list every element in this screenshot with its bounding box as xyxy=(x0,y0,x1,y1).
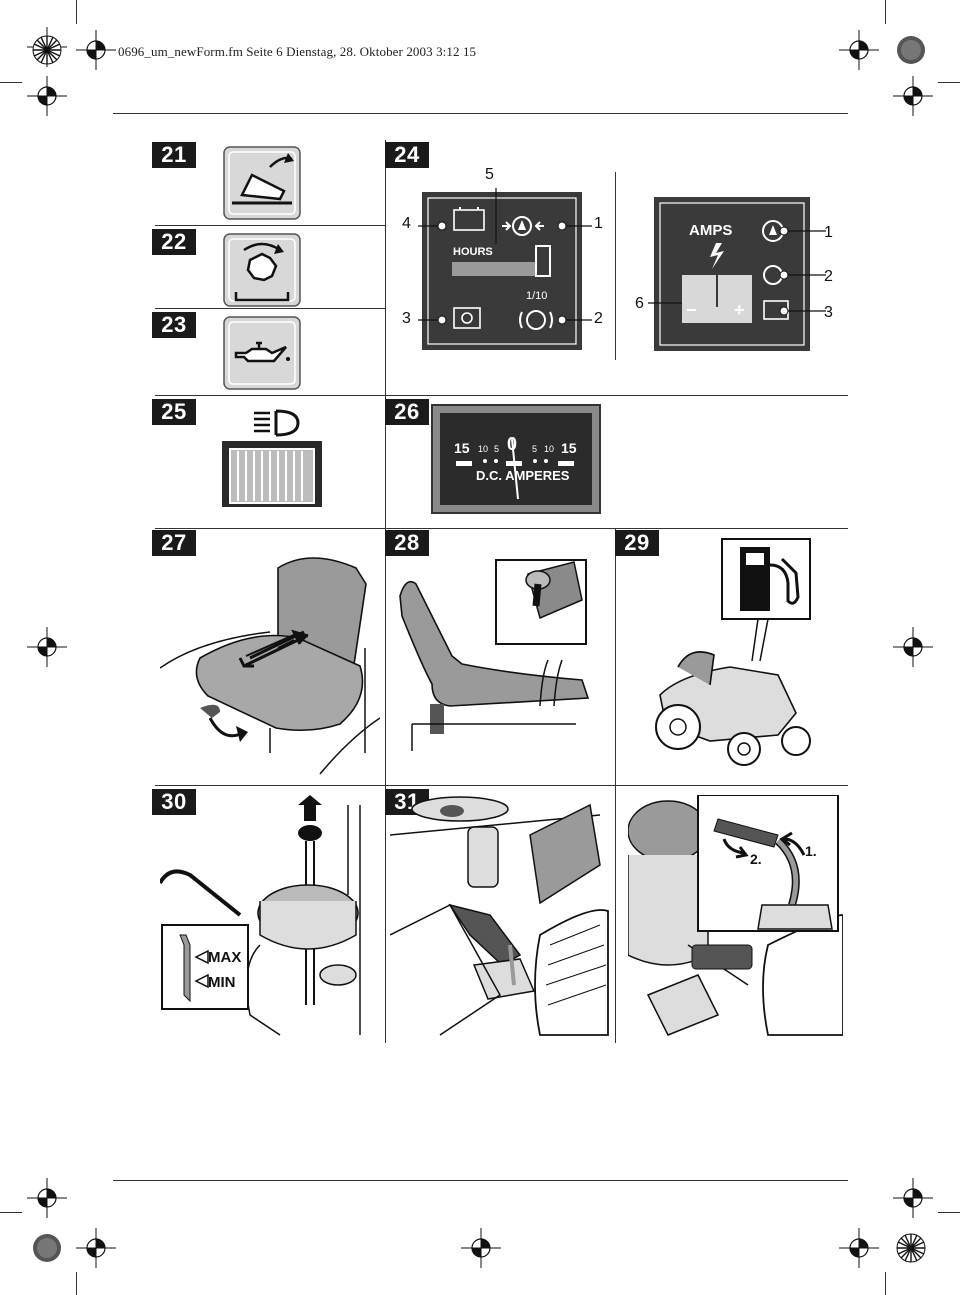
registration-mark-icon xyxy=(27,627,67,667)
throttle-icon xyxy=(223,233,301,307)
registration-mark-icon xyxy=(27,1178,67,1218)
step-1-label: 1. xyxy=(805,843,817,859)
trim-line xyxy=(76,0,77,24)
brake-pedal-icon xyxy=(223,146,301,220)
callout-4: 4 xyxy=(402,215,411,232)
figure-number-28: 28 xyxy=(385,530,429,556)
grid-divider xyxy=(155,785,848,786)
callout-2: 2 xyxy=(824,268,833,285)
top-rule xyxy=(113,113,848,114)
figure-number-30: 30 xyxy=(152,789,196,815)
grid-divider xyxy=(155,395,848,396)
trim-line xyxy=(885,0,886,24)
gauge-tick-label: 10 xyxy=(478,444,489,454)
seat-adjustment-illustration xyxy=(160,557,380,775)
plus-sign: + xyxy=(734,300,745,320)
step-2-label: 2. xyxy=(750,851,762,867)
seat-switch-illustration xyxy=(399,559,590,751)
minus-sign: − xyxy=(686,300,697,320)
gauge-tick-label: 5 xyxy=(494,444,500,454)
amps-label: AMPS xyxy=(689,222,733,239)
figure-number-21: 21 xyxy=(152,142,196,168)
oil-can-icon xyxy=(223,316,301,390)
grid-divider xyxy=(155,225,385,226)
callout-3: 3 xyxy=(402,310,411,327)
registration-mark-icon xyxy=(27,76,67,116)
ammeter-panel xyxy=(648,197,826,351)
trim-line xyxy=(938,1212,960,1213)
gray-swatch-icon xyxy=(897,36,925,64)
oil-min-label: MIN xyxy=(208,974,236,991)
gauge-tick-label: 10 xyxy=(544,444,555,454)
callout-1: 1 xyxy=(594,215,603,232)
registration-mark-icon xyxy=(76,30,116,70)
figure-number-26: 26 xyxy=(385,399,429,425)
callout-3: 3 xyxy=(824,304,833,321)
callout-6: 6 xyxy=(635,295,644,312)
registration-mark-icon xyxy=(893,76,933,116)
figure-number-27: 27 xyxy=(152,530,196,556)
grid-divider xyxy=(155,528,848,529)
hours-label: HOURS xyxy=(453,246,493,258)
ammeter-gauge xyxy=(431,404,601,514)
trim-line xyxy=(0,1212,22,1213)
callout-5: 5 xyxy=(485,166,494,183)
oil-drain-illustration xyxy=(390,796,609,1036)
tenth-label: 1/10 xyxy=(526,290,548,302)
grid-divider xyxy=(615,172,616,360)
gauge-tick-label: 15 xyxy=(561,440,577,456)
gauge-unit-label: D.C. AMPERES xyxy=(476,468,570,483)
oil-dipstick-illustration xyxy=(160,795,361,1036)
gauge-tick-label: 15 xyxy=(454,440,470,456)
trim-line xyxy=(0,82,22,83)
color-rosette-icon xyxy=(32,35,62,65)
oil-max-label: MAX xyxy=(208,949,242,966)
registration-mark-icon xyxy=(839,1228,879,1268)
gray-swatch-icon xyxy=(33,1234,61,1262)
bottom-rule xyxy=(113,1180,848,1181)
callout-1: 1 xyxy=(824,224,833,241)
callout-2: 2 xyxy=(594,310,603,327)
registration-mark-icon xyxy=(461,1228,501,1268)
grid-divider xyxy=(385,140,386,1043)
figure-number-22: 22 xyxy=(152,229,196,255)
registration-mark-icon xyxy=(893,1178,933,1218)
headlight-switch xyxy=(222,409,322,507)
gauge-tick-label: 5 xyxy=(532,444,538,454)
registration-mark-icon xyxy=(76,1228,116,1268)
figure-number-24: 24 xyxy=(385,142,429,168)
trim-line xyxy=(938,82,960,83)
figure-number-25: 25 xyxy=(152,399,196,425)
oil-drain-hose-illustration xyxy=(628,795,843,1036)
gauge-tick-label: 0 xyxy=(507,434,518,454)
grid-divider xyxy=(155,308,385,309)
figure-number-23: 23 xyxy=(152,312,196,338)
registration-mark-icon xyxy=(839,30,879,70)
trim-line xyxy=(76,1272,77,1295)
trim-line xyxy=(885,1272,886,1295)
hour-meter-panel xyxy=(418,188,592,350)
fuel-tractor-illustration xyxy=(655,538,811,766)
page-header: 0696_um_newForm.fm Seite 6 Dienstag, 28.… xyxy=(118,44,477,59)
figure-number-29: 29 xyxy=(615,530,659,556)
color-rosette-icon xyxy=(896,1233,926,1263)
registration-mark-icon xyxy=(893,627,933,667)
